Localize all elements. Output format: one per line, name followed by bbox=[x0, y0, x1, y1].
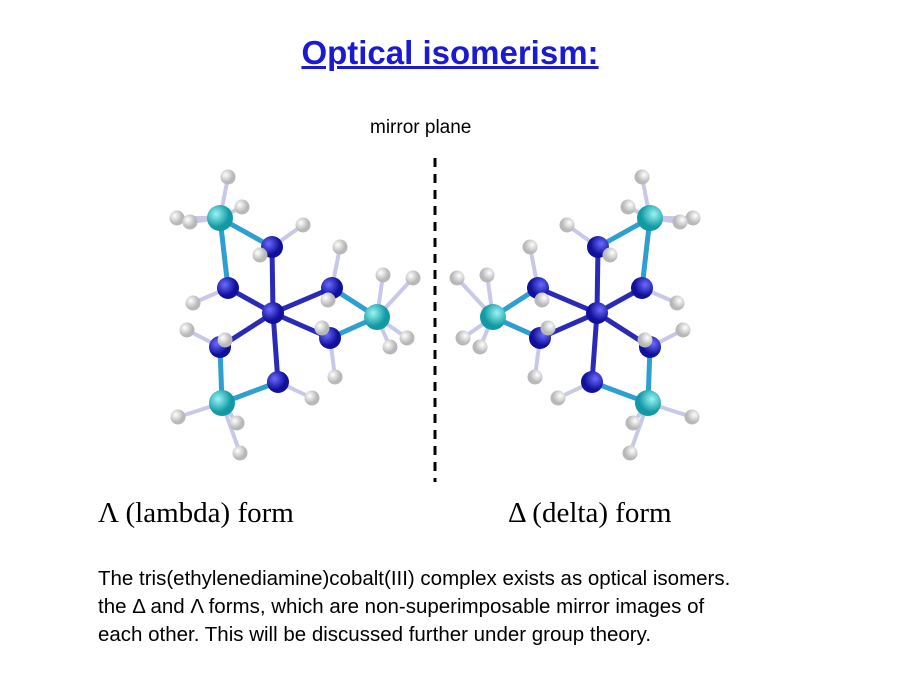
hydrogen-atom bbox=[185, 295, 201, 311]
hydrogen-atom bbox=[637, 332, 653, 348]
hydrogen-atom bbox=[217, 332, 233, 348]
hydrogen-atom bbox=[540, 320, 556, 336]
hydrogen-atom bbox=[382, 339, 398, 355]
hydrogen-atom bbox=[455, 330, 471, 346]
hydrogen-atom bbox=[182, 214, 198, 230]
delta-isomer-model bbox=[449, 169, 701, 461]
hydrogen-atom bbox=[449, 270, 465, 286]
hydrogen-atom bbox=[332, 239, 348, 255]
hydrogen-atom bbox=[295, 217, 311, 233]
hydrogen-atom bbox=[375, 267, 391, 283]
hydrogen-atom bbox=[169, 210, 185, 226]
hydrogen-atom bbox=[669, 295, 685, 311]
carbon-atom bbox=[635, 390, 661, 416]
hydrogen-atom bbox=[327, 369, 343, 385]
hydrogen-atom bbox=[527, 369, 543, 385]
hydrogen-atom bbox=[472, 339, 488, 355]
hydrogen-atom bbox=[602, 247, 618, 263]
molecule-diagram bbox=[169, 158, 701, 482]
lambda-form-label: Λ (lambda) form bbox=[98, 497, 294, 529]
hydrogen-atom bbox=[622, 445, 638, 461]
description-line: each other. This will be discussed furth… bbox=[98, 623, 652, 646]
hydrogen-atom bbox=[252, 247, 268, 263]
hydrogen-atom bbox=[170, 409, 186, 425]
hydrogen-atom bbox=[314, 320, 330, 336]
hydrogen-atom bbox=[399, 330, 415, 346]
hydrogen-atom bbox=[220, 169, 236, 185]
hydrogen-atom bbox=[179, 322, 195, 338]
hydrogen-atom bbox=[479, 267, 495, 283]
bond bbox=[270, 312, 281, 383]
carbon-atom bbox=[364, 304, 390, 330]
hydrogen-atom bbox=[320, 292, 336, 308]
hydrogen-atom bbox=[522, 239, 538, 255]
hydrogen-atom bbox=[304, 390, 320, 406]
hydrogen-atom bbox=[684, 409, 700, 425]
carbon-atom bbox=[637, 205, 663, 231]
delta-form-label: Δ (delta) form bbox=[508, 497, 672, 529]
nitrogen-atom bbox=[267, 371, 289, 393]
carbon-atom bbox=[209, 390, 235, 416]
hydrogen-atom bbox=[229, 415, 245, 431]
lambda-isomer-model bbox=[169, 169, 421, 461]
cobalt-atom bbox=[586, 302, 608, 324]
hydrogen-atom bbox=[234, 199, 250, 215]
hydrogen-atom bbox=[534, 292, 550, 308]
mirror-plane-label: mirror plane bbox=[370, 117, 472, 138]
carbon-atom bbox=[207, 205, 233, 231]
hydrogen-atom bbox=[405, 270, 421, 286]
description-line: The tris(ethylenediamine)cobalt(III) com… bbox=[98, 567, 731, 590]
cobalt-atom bbox=[262, 302, 284, 324]
nitrogen-atom bbox=[631, 277, 653, 299]
hydrogen-atom bbox=[634, 169, 650, 185]
hydrogen-atom bbox=[232, 445, 248, 461]
carbon-atom bbox=[480, 304, 506, 330]
hydrogen-atom bbox=[620, 199, 636, 215]
description: The tris(ethylenediamine)cobalt(III) com… bbox=[98, 565, 888, 649]
hydrogen-atom bbox=[672, 214, 688, 230]
hydrogen-atom bbox=[550, 390, 566, 406]
slide-title: Optical isomerism: bbox=[301, 34, 599, 71]
bond bbox=[269, 246, 276, 314]
bond bbox=[594, 246, 601, 314]
hydrogen-atom bbox=[625, 415, 641, 431]
nitrogen-atom bbox=[217, 277, 239, 299]
hydrogen-atom bbox=[685, 210, 701, 226]
nitrogen-atom bbox=[581, 371, 603, 393]
hydrogen-atom bbox=[559, 217, 575, 233]
description-line: the Δ and Λ forms, which are non-superim… bbox=[98, 595, 705, 618]
hydrogen-atom bbox=[675, 322, 691, 338]
bond bbox=[589, 312, 600, 383]
